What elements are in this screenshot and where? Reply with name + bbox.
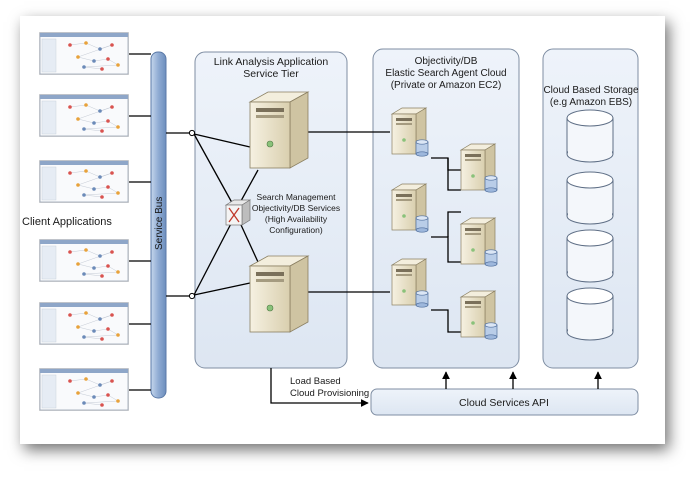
cloud-services-api-label: Cloud Services API (459, 397, 549, 409)
database-server-icon (459, 217, 498, 267)
database-server-icon (390, 107, 429, 157)
client-app-thumbnail (39, 368, 129, 411)
client-app-thumbnail (39, 302, 129, 345)
provisioning-line2: Cloud Provisioning (290, 388, 369, 399)
agent-cloud-line3: (Private or Amazon EC2) (391, 80, 502, 91)
provisioning-line1: Load Based (290, 376, 341, 387)
tier-server-icon (248, 91, 310, 169)
cloud-tree-link (431, 157, 461, 191)
agent-cloud-line1: Objectivity/DB (415, 56, 478, 67)
provisioning-arrow (270, 368, 369, 407)
junction-point (188, 129, 196, 137)
link-tier-title-line1: Link Analysis Application (214, 56, 329, 68)
service-bus-label: Service Bus (154, 197, 165, 250)
router-switch-icon (224, 199, 252, 226)
service-bus (150, 51, 167, 399)
storage-line2: (e.g Amazon EBS) (550, 97, 632, 108)
storage-disk-icon (566, 287, 614, 341)
bus-server-link (193, 282, 251, 296)
tier-server-icon (248, 255, 310, 333)
database-server-icon (390, 258, 429, 308)
cloud-tree-link (447, 211, 461, 237)
storage-disk-icon (566, 229, 614, 283)
storage-disk-icon (566, 171, 614, 225)
search-mgmt-line1: Search Management (257, 192, 337, 202)
bus-router-link (193, 133, 237, 211)
agent-cloud-line2: Elastic Search Agent Cloud (385, 68, 506, 79)
client-app-thumbnail (39, 160, 129, 203)
storage-line1: Cloud Based Storage (543, 85, 639, 96)
link-tier-title-line2: Service Tier (243, 68, 299, 80)
database-server-icon (459, 143, 498, 193)
cloud-tree-link (431, 236, 461, 263)
cloud-tree-link (447, 158, 461, 171)
client-app-thumbnail (39, 32, 129, 75)
cloud-tree-link (431, 309, 461, 333)
junction-point (188, 292, 196, 300)
client-applications-label: Client Applications (22, 216, 112, 228)
storage-disk-icon (566, 109, 614, 163)
database-server-icon (459, 290, 498, 340)
search-mgmt-line3: (High Availability (265, 214, 328, 224)
search-mgmt-line2: Objectivity/DB Services (252, 203, 340, 213)
bus-server-link (193, 133, 251, 148)
client-app-thumbnail (39, 239, 129, 282)
client-app-thumbnail (39, 94, 129, 137)
database-server-icon (390, 183, 429, 233)
bus-router-link (193, 213, 237, 296)
search-mgmt-line4: Configuration) (269, 225, 323, 235)
cloud-services-api-box (370, 388, 639, 416)
